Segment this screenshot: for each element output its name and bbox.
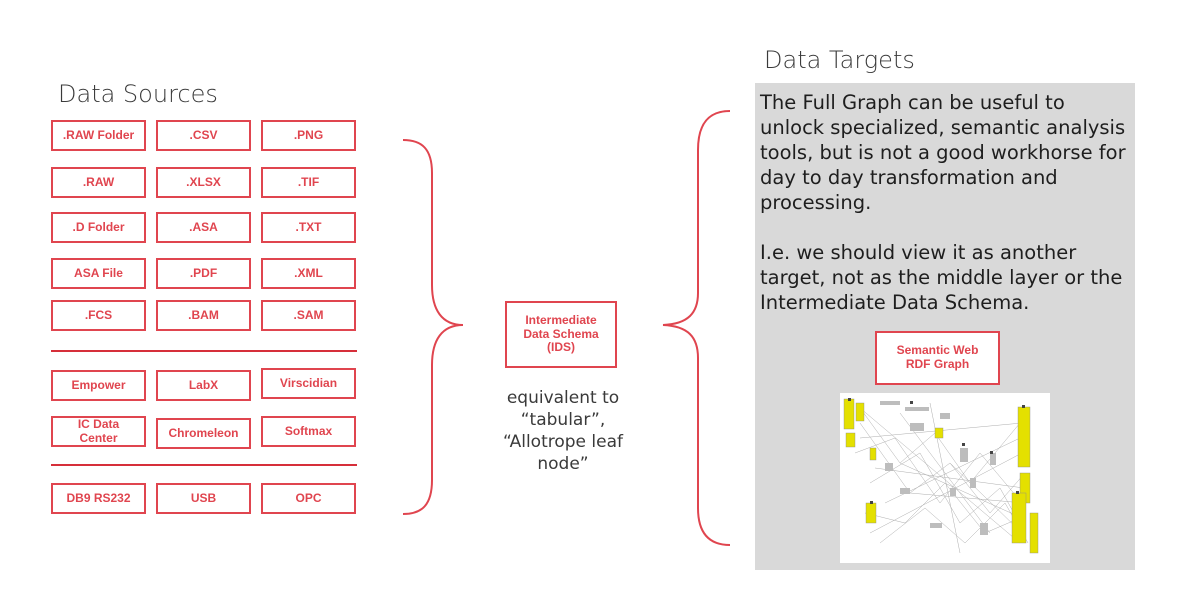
source-box: .TXT <box>261 212 356 243</box>
ids-note: equivalent to “tabular”, “Allotrope leaf… <box>502 388 623 475</box>
graph-image <box>843 398 1039 554</box>
source-box: .PDF <box>156 258 251 289</box>
source-box: USB <box>156 483 251 514</box>
targets-description: The Full Graph can be useful to unlock s… <box>760 90 1132 340</box>
section-divider <box>51 464 357 466</box>
rdf-graph-box: Semantic Web RDF Graph <box>875 331 1000 385</box>
source-box: .PNG <box>261 120 356 151</box>
source-box: .D Folder <box>51 212 146 243</box>
source-box: .BAM <box>156 300 251 331</box>
section-divider <box>51 350 357 352</box>
source-box: DB9 RS232 <box>51 483 146 514</box>
data-sources-heading: Data Sources <box>58 80 218 108</box>
source-box: LabX <box>156 370 251 401</box>
source-box: .XLSX <box>156 167 251 198</box>
source-box: OPC <box>261 483 356 514</box>
source-box: Chromeleon <box>156 418 251 449</box>
source-box: .FCS <box>51 300 146 331</box>
source-box: IC Data Center <box>51 416 146 447</box>
source-box: ASA File <box>51 258 146 289</box>
source-box: .RAW Folder <box>51 120 146 151</box>
source-box: .XML <box>261 258 356 289</box>
source-box: .ASA <box>156 212 251 243</box>
source-box: Virscidian <box>261 368 356 399</box>
ids-box: Intermediate Data Schema (IDS) <box>505 301 617 368</box>
source-box: .SAM <box>261 300 356 331</box>
source-box: Softmax <box>261 416 356 447</box>
rdf-graph-thumbnail <box>840 393 1050 563</box>
source-box: .TIF <box>261 167 356 198</box>
source-box: Empower <box>51 370 146 401</box>
targets-paragraph-1: The Full Graph can be useful to unlock s… <box>760 91 1126 214</box>
source-box: .CSV <box>156 120 251 151</box>
targets-brace <box>662 110 731 546</box>
sources-brace <box>402 139 464 515</box>
data-targets-heading: Data Targets <box>764 46 915 74</box>
source-box: .RAW <box>51 167 146 198</box>
targets-paragraph-2: I.e. we should view it as another target… <box>760 241 1123 314</box>
